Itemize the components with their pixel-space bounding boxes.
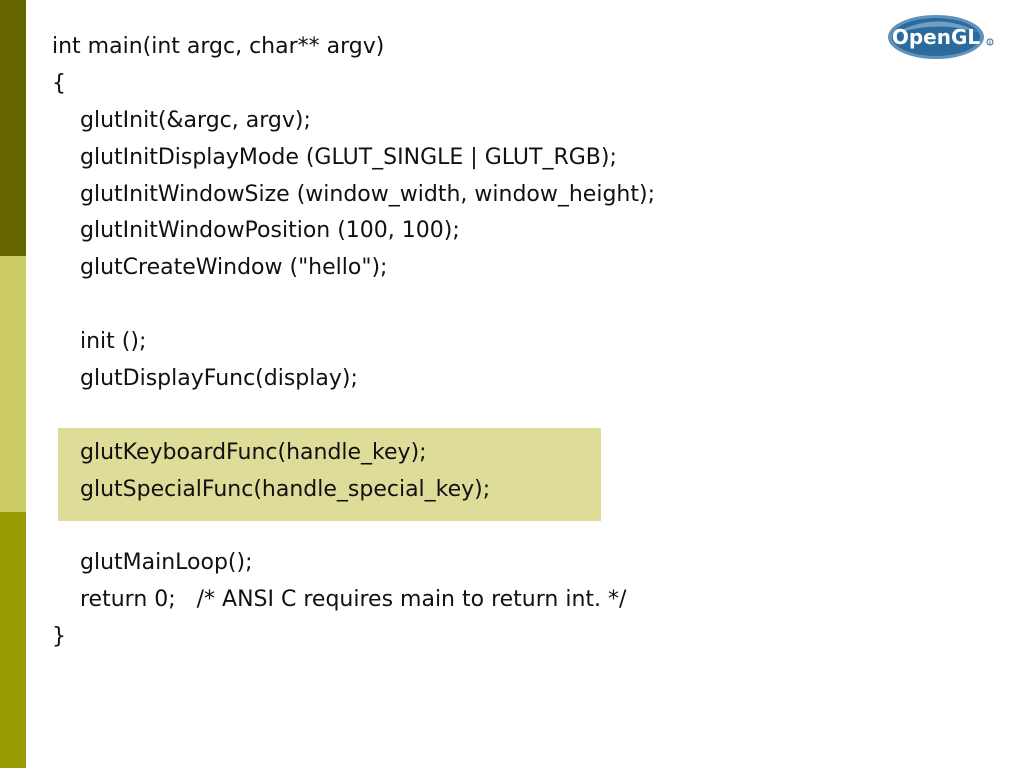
code-line-close-brace: } — [52, 624, 66, 650]
code-line-window-size: glutInitWindowSize (window_width, window… — [80, 181, 655, 207]
code-line-create-window: glutCreateWindow ("hello"); — [80, 255, 388, 281]
code-line-blank — [52, 287, 655, 324]
opengl-logo: OpenGL R — [886, 12, 998, 62]
code-line-main-signature: int main(int argc, char** argv) — [52, 34, 385, 59]
code-block: int main(int argc, char** argv) { glutIn… — [52, 29, 655, 656]
sidebar-segment-olive — [0, 512, 26, 768]
code-line-main-loop: glutMainLoop(); — [80, 550, 253, 576]
code-line-display-func: glutDisplayFunc(display); — [80, 366, 358, 392]
code-line-keyboard-func: glutKeyboardFunc(handle_key); — [80, 439, 427, 465]
code-line-blank — [52, 398, 655, 435]
highlight-box — [58, 428, 601, 521]
code-line-return: return 0; /* ANSI C requires main to ret… — [80, 587, 627, 613]
left-decorative-bar — [0, 0, 26, 768]
code-line-glutinit: glutInit(&argc, argv); — [80, 107, 311, 133]
logo-text: OpenGL — [892, 25, 981, 49]
code-line-blank — [52, 509, 655, 546]
code-line-init: init (); — [80, 329, 147, 355]
svg-text:R: R — [989, 40, 992, 45]
code-line-display-mode: glutInitDisplayMode (GLUT_SINGLE | GLUT_… — [80, 144, 617, 170]
opengl-logo-icon: OpenGL R — [888, 15, 994, 59]
code-line-special-func: glutSpecialFunc(handle_special_key); — [80, 476, 491, 502]
sidebar-segment-light — [0, 256, 26, 512]
sidebar-segment-dark — [0, 0, 26, 256]
code-line-window-position: glutInitWindowPosition (100, 100); — [80, 218, 460, 244]
code-line-open-brace: { — [52, 70, 66, 96]
